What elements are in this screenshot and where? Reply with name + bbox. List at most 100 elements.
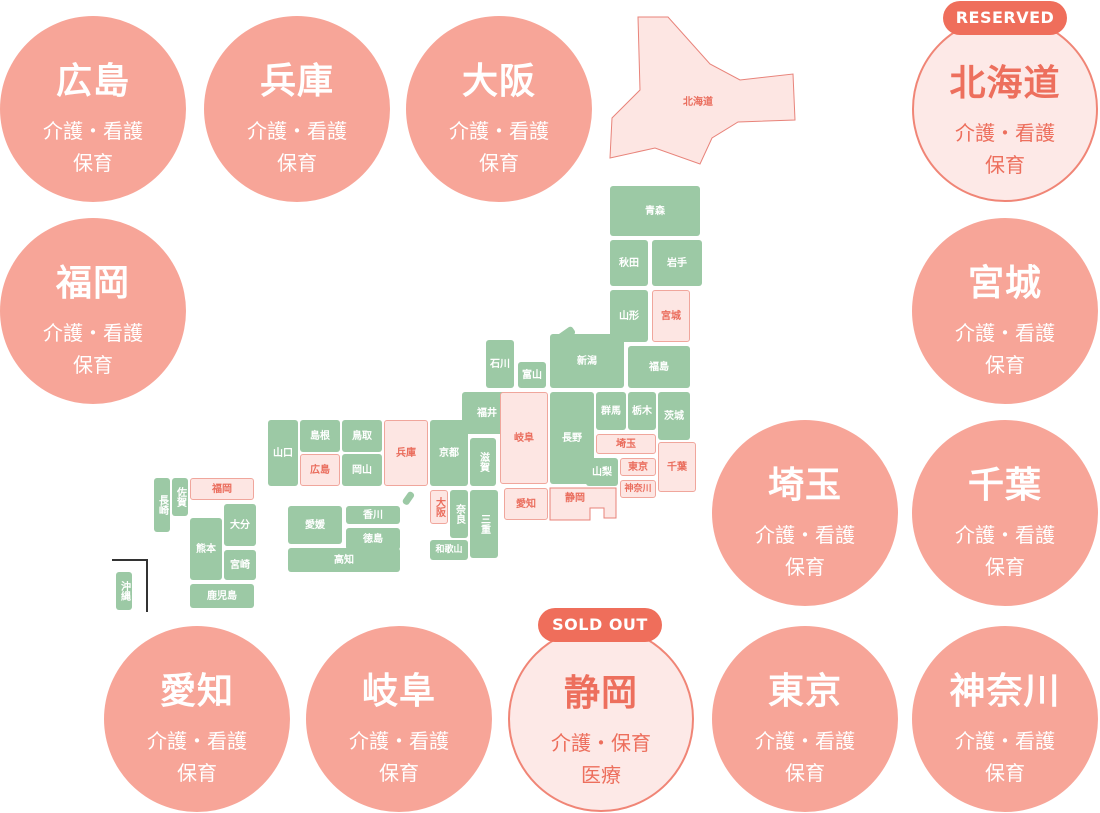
- circle-aichi[interactable]: 愛知 介護・看護 保育: [104, 626, 290, 812]
- services-line-2: 医療: [581, 763, 621, 787]
- services-line-2: 保育: [985, 761, 1025, 785]
- map-miyagi[interactable]: 宮城: [652, 290, 690, 342]
- map-hyogo[interactable]: 兵庫: [384, 420, 428, 486]
- map-fukushima[interactable]: 福島: [628, 346, 690, 388]
- services-line-2: 保育: [277, 151, 317, 175]
- services-line-1: 介護・看護: [43, 119, 143, 143]
- map-osaka[interactable]: 大阪: [430, 490, 448, 524]
- map-okayama[interactable]: 岡山: [342, 454, 382, 486]
- region-name: 神奈川: [949, 671, 1061, 712]
- map-yamagata[interactable]: 山形: [610, 290, 648, 342]
- circle-osaka[interactable]: 大阪 介護・看護 保育: [406, 16, 592, 202]
- services-line-1: 介護・看護: [247, 119, 347, 143]
- map-hokkaido-label: 北海道: [683, 96, 713, 108]
- services-line-1: 介護・看護: [147, 729, 247, 753]
- services-line-2: 保育: [985, 153, 1025, 177]
- services-line-1: 介護・看護: [955, 729, 1055, 753]
- services-line-1: 介護・看護: [955, 523, 1055, 547]
- services-line-2: 保育: [73, 353, 113, 377]
- circle-hokkaido[interactable]: 北海道 介護・看護 保育: [912, 16, 1098, 202]
- region-name: 東京: [767, 671, 842, 712]
- map-oita[interactable]: 大分: [224, 504, 256, 546]
- map-saitama[interactable]: 埼玉: [596, 434, 656, 454]
- map-mie[interactable]: 三重: [470, 490, 498, 558]
- map-ibaraki[interactable]: 茨城: [658, 392, 690, 440]
- awaji-island: [402, 491, 415, 505]
- circle-miyagi[interactable]: 宮城 介護・看護 保育: [912, 218, 1098, 404]
- map-ishikawa[interactable]: 石川: [486, 340, 514, 388]
- region-name: 大阪: [461, 61, 536, 102]
- map-tokushima[interactable]: 徳島: [346, 528, 400, 550]
- map-chiba[interactable]: 千葉: [658, 442, 696, 492]
- map-kumamoto[interactable]: 熊本: [190, 518, 222, 580]
- circle-gifu[interactable]: 岐阜 介護・看護 保育: [306, 626, 492, 812]
- map-iwate[interactable]: 岩手: [652, 240, 702, 286]
- map-gunma[interactable]: 群馬: [596, 392, 626, 430]
- map-okinawa[interactable]: 沖縄: [116, 572, 132, 610]
- services-line-1: 介護・看護: [755, 729, 855, 753]
- map-yamanashi[interactable]: 山梨: [586, 458, 618, 486]
- region-name: 兵庫: [259, 61, 334, 102]
- map-tokyo[interactable]: 東京: [620, 458, 656, 476]
- map-kagawa[interactable]: 香川: [346, 506, 400, 524]
- services-line-1: 介護・看護: [955, 321, 1055, 345]
- hokkaido-shape[interactable]: [609, 16, 796, 165]
- map-kochi[interactable]: 高知: [288, 548, 400, 572]
- map-hiroshima[interactable]: 広島: [300, 454, 340, 486]
- circle-fukuoka[interactable]: 福岡 介護・看護 保育: [0, 218, 186, 404]
- services-line-2: 保育: [985, 353, 1025, 377]
- map-aomori[interactable]: 青森: [610, 186, 700, 236]
- services-line-2: 保育: [985, 555, 1025, 579]
- map-niigata[interactable]: 新潟: [550, 334, 624, 388]
- services-line-1: 介護・看護: [955, 121, 1055, 145]
- circle-shizuoka[interactable]: 静岡 介護・保育 医療: [508, 626, 694, 812]
- circle-tokyo[interactable]: 東京 介護・看護 保育: [712, 626, 898, 812]
- services-line-2: 保育: [785, 761, 825, 785]
- services-line-1: 介護・看護: [449, 119, 549, 143]
- map-saga[interactable]: 佐賀: [172, 478, 188, 516]
- services-line-2: 保育: [73, 151, 113, 175]
- circle-kanagawa[interactable]: 神奈川 介護・看護 保育: [912, 626, 1098, 812]
- circle-chiba[interactable]: 千葉 介護・看護 保育: [912, 420, 1098, 606]
- map-akita[interactable]: 秋田: [610, 240, 648, 286]
- circle-hiroshima[interactable]: 広島 介護・看護 保育: [0, 16, 186, 202]
- reserved-badge: RESERVED: [943, 1, 1067, 35]
- map-nagasaki[interactable]: 長崎: [154, 478, 170, 532]
- services-line-1: 介護・看護: [349, 729, 449, 753]
- map-kanagawa[interactable]: 神奈川: [620, 480, 656, 498]
- services-line-1: 介護・保育: [551, 731, 651, 755]
- map-kagoshima[interactable]: 鹿児島: [190, 584, 254, 608]
- services-line-2: 保育: [177, 761, 217, 785]
- circle-saitama[interactable]: 埼玉 介護・看護 保育: [712, 420, 898, 606]
- map-ehime[interactable]: 愛媛: [288, 506, 342, 544]
- map-aichi[interactable]: 愛知: [504, 488, 548, 520]
- map-kyoto[interactable]: 京都: [430, 420, 468, 486]
- map-tottori[interactable]: 鳥取: [342, 420, 382, 452]
- map-nara[interactable]: 奈良: [450, 490, 468, 538]
- map-toyama[interactable]: 富山: [518, 362, 546, 388]
- services-line-2: 保育: [379, 761, 419, 785]
- map-fukuoka[interactable]: 福岡: [190, 478, 254, 500]
- region-name: 北海道: [949, 63, 1061, 104]
- map-shiga[interactable]: 滋賀: [470, 438, 496, 486]
- services-line-2: 保育: [785, 555, 825, 579]
- map-tochigi[interactable]: 栃木: [628, 392, 656, 430]
- okinawa-divider: [112, 559, 148, 612]
- map-miyazaki[interactable]: 宮崎: [224, 550, 256, 580]
- shizuoka-shape[interactable]: [549, 487, 617, 521]
- region-name: 広島: [55, 61, 130, 102]
- map-wakayama[interactable]: 和歌山: [430, 540, 468, 560]
- map-shizuoka-label: 静岡: [565, 492, 585, 504]
- services-line-1: 介護・看護: [43, 321, 143, 345]
- region-name: 千葉: [967, 465, 1042, 506]
- map-gifu[interactable]: 岐阜: [500, 392, 548, 484]
- map-shimane[interactable]: 島根: [300, 420, 340, 452]
- region-name: 岐阜: [361, 671, 436, 712]
- services-line-1: 介護・看護: [755, 523, 855, 547]
- services-line-2: 保育: [479, 151, 519, 175]
- region-name: 埼玉: [767, 465, 842, 506]
- sold-out-badge: SOLD OUT: [538, 608, 662, 642]
- map-yamaguchi[interactable]: 山口: [268, 420, 298, 486]
- circle-hyogo[interactable]: 兵庫 介護・看護 保育: [204, 16, 390, 202]
